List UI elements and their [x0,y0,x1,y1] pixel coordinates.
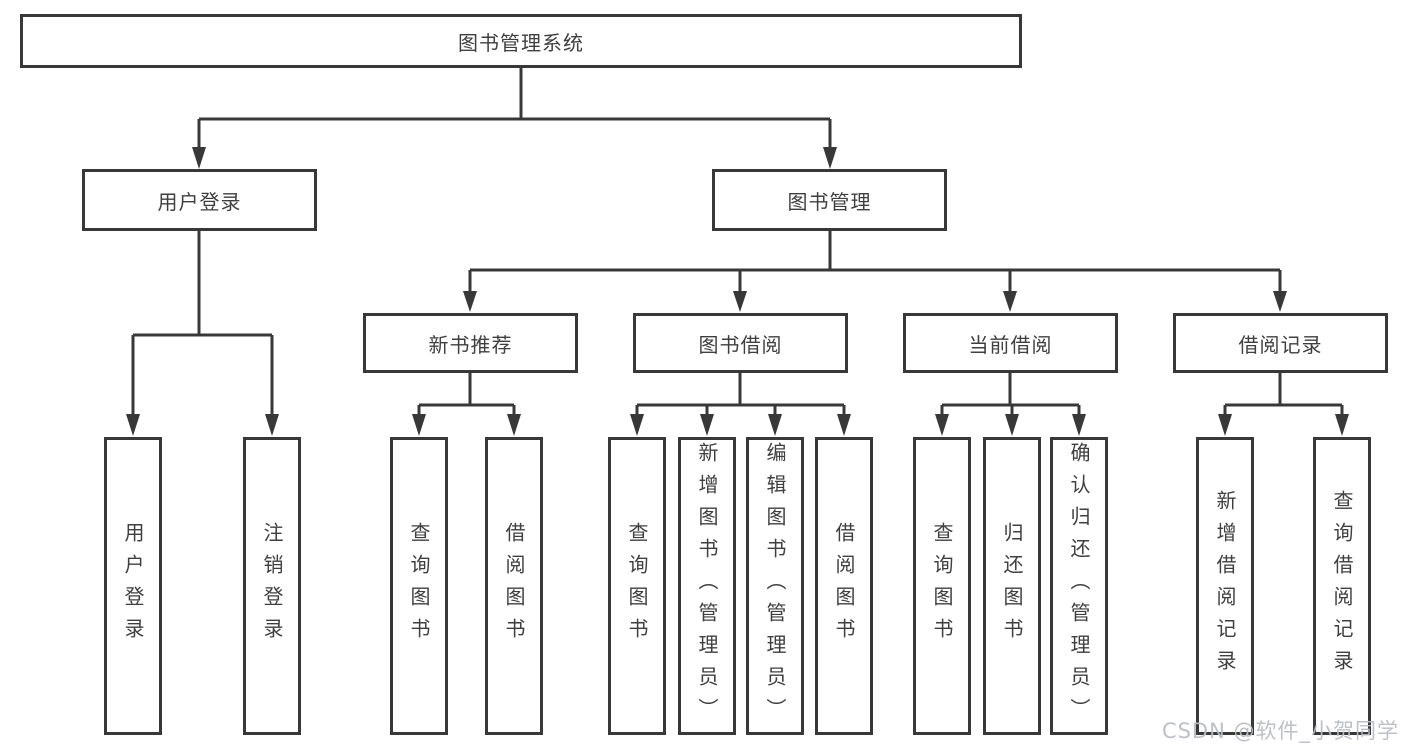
leaf-logout: 注销登录 [243,437,301,735]
leaf-current-query-book: 查询图书 [913,437,971,735]
leaf-newbooks-query-book: 查询图书 [390,437,448,735]
leaf-newbooks-borrow-book: 借阅图书 [485,437,543,735]
leaf-current-confirm-return-admin: 确认归还（管理员） [1050,437,1108,735]
node-root: 图书管理系统 [20,14,1022,68]
arrowhead-icons [126,147,1349,436]
node-book-management: 图书管理 [712,169,947,231]
node-user-login: 用户登录 [82,169,317,231]
leaf-borrowing-edit-book-admin: 编辑图书（管理员） [746,437,804,735]
leaf-user-login: 用户登录 [104,437,162,735]
leaf-borrowing-query-book: 查询图书 [608,437,666,735]
leaf-borrowing-borrow-book: 借阅图书 [815,437,873,735]
leaf-records-query-record: 查询借阅记录 [1313,437,1371,735]
leaf-current-return-book: 归还图书 [983,437,1041,735]
csdn-watermark: CSDN @软件_小贺同学 [1161,719,1399,743]
node-current-borrowing: 当前借阅 [903,313,1118,373]
leaf-records-add-record: 新增借阅记录 [1196,437,1254,735]
node-book-borrowing: 图书借阅 [633,313,848,373]
leaf-borrowing-add-book-admin: 新增图书（管理员） [678,437,736,735]
node-borrowing-records: 借阅记录 [1173,313,1388,373]
node-new-book-recommend: 新书推荐 [363,313,578,373]
